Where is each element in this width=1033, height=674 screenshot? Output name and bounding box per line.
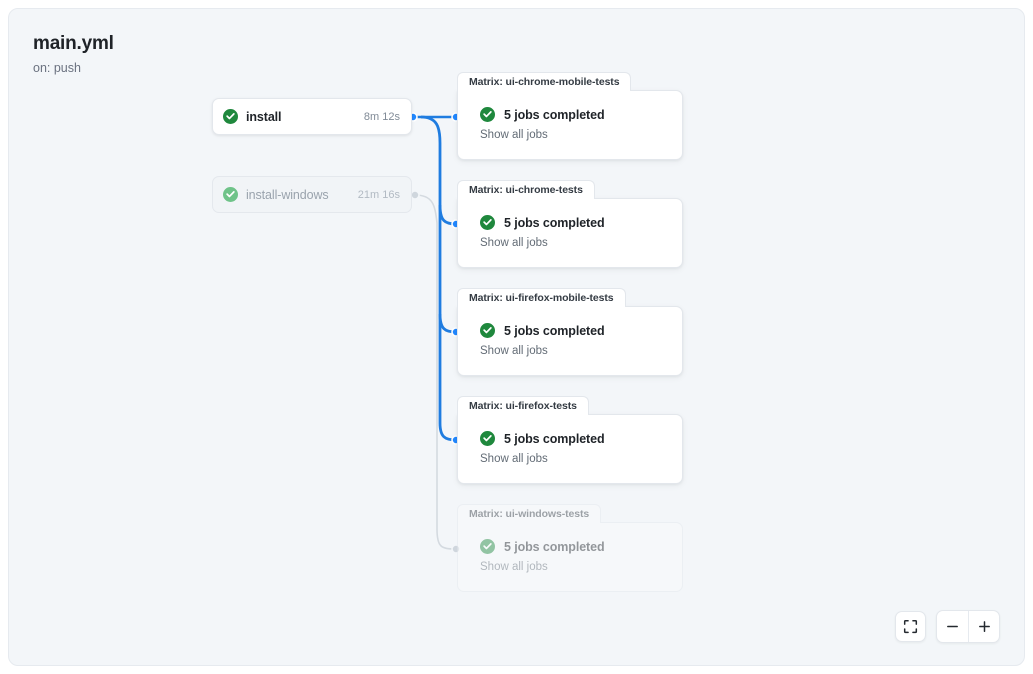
matrix-status-row: 5 jobs completed: [480, 539, 605, 554]
check-circle-icon: [223, 187, 238, 202]
minus-icon: [947, 625, 958, 628]
matrix-tab-label[interactable]: Matrix: ui-firefox-mobile-tests: [457, 288, 626, 307]
matrix-card[interactable]: 5 jobs completed Show all jobs: [457, 90, 683, 160]
workflow-header: main.yml on: push: [33, 31, 114, 77]
check-circle-icon: [480, 431, 495, 446]
matrix-card[interactable]: 5 jobs completed Show all jobs: [457, 198, 683, 268]
matrix-status-row: 5 jobs completed: [480, 215, 605, 230]
matrix-status-label: 5 jobs completed: [504, 539, 605, 554]
edge-dot-target-5: [451, 544, 461, 554]
edge-dot-source-install-windows: [410, 190, 420, 200]
matrix-card[interactable]: 5 jobs completed Show all jobs: [457, 414, 683, 484]
edge-blue-trunk: [420, 115, 457, 442]
zoom-out-button[interactable]: [937, 611, 968, 642]
fit-to-screen-icon: [903, 619, 918, 634]
matrix-status-label: 5 jobs completed: [504, 323, 605, 338]
matrix-tab-label[interactable]: Matrix: ui-windows-tests: [457, 504, 602, 523]
fit-to-screen-button[interactable]: [895, 611, 926, 642]
matrix-status-label: 5 jobs completed: [504, 215, 605, 230]
matrix-status-row: 5 jobs completed: [480, 107, 605, 122]
check-circle-icon: [480, 539, 495, 554]
check-circle-icon: [480, 323, 495, 338]
show-all-jobs-link[interactable]: Show all jobs: [480, 237, 548, 249]
check-circle-icon: [223, 109, 238, 124]
job-node-install[interactable]: install 8m 12s: [212, 98, 412, 135]
matrix-card[interactable]: 5 jobs completed Show all jobs: [457, 522, 683, 592]
matrix-tab-label[interactable]: Matrix: ui-chrome-mobile-tests: [457, 72, 632, 91]
show-all-jobs-link[interactable]: Show all jobs: [480, 129, 548, 141]
job-node-install-windows[interactable]: install-windows 21m 16s: [212, 176, 412, 213]
show-all-jobs-link[interactable]: Show all jobs: [480, 345, 548, 357]
canvas-controls: [895, 610, 1000, 643]
matrix-status-row: 5 jobs completed: [480, 431, 605, 446]
job-duration-label: 8m 12s: [363, 110, 400, 123]
matrix-tab-label[interactable]: Matrix: ui-firefox-tests: [457, 396, 589, 415]
zoom-control-group: [936, 610, 1000, 643]
matrix-status-label: 5 jobs completed: [504, 107, 605, 122]
zoom-in-button[interactable]: [968, 611, 999, 642]
edge-connectors: [408, 112, 461, 554]
show-all-jobs-link[interactable]: Show all jobs: [480, 453, 548, 465]
show-all-jobs-link[interactable]: Show all jobs: [480, 561, 548, 573]
job-duration-label: 21m 16s: [357, 188, 400, 201]
workflow-trigger: on: push: [33, 61, 81, 75]
matrix-tab-label[interactable]: Matrix: ui-chrome-tests: [457, 180, 595, 199]
matrix-status-row: 5 jobs completed: [480, 323, 605, 338]
check-circle-icon: [480, 107, 495, 122]
plus-icon: [978, 621, 990, 632]
matrix-status-label: 5 jobs completed: [504, 431, 605, 446]
workflow-canvas[interactable]: main.yml on: push install 8m 12s: [8, 8, 1025, 666]
check-circle-icon: [480, 215, 495, 230]
page-title: main.yml: [33, 33, 114, 54]
job-name-label: install: [246, 109, 282, 124]
matrix-card[interactable]: 5 jobs completed Show all jobs: [457, 306, 683, 376]
edge-grey-windows: [414, 194, 457, 550]
job-name-label: install-windows: [246, 187, 329, 202]
